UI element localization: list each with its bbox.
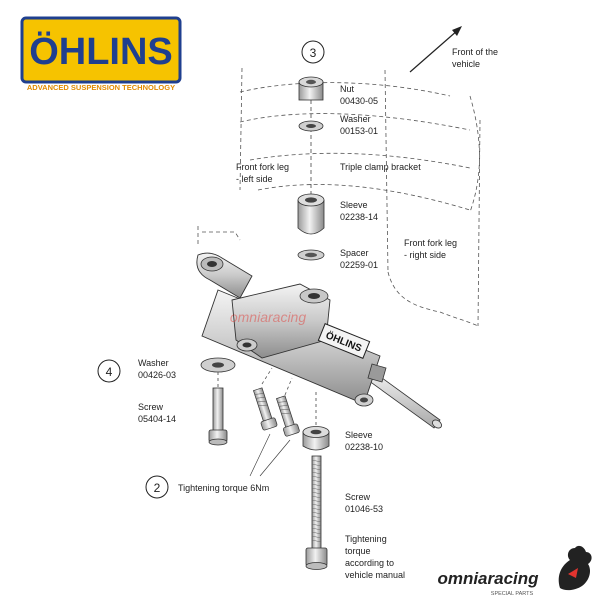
nut-label: Nut (340, 84, 355, 94)
griffin-emblem-icon (558, 545, 592, 591)
sleeve-top-code: 02238-14 (340, 212, 378, 222)
fork-clamp-outline (197, 67, 481, 327)
washer-left (200, 357, 236, 373)
svg-text:4: 4 (106, 365, 113, 379)
screw-left-code: 05404-14 (138, 414, 176, 424)
sleeve-bottom-label: Sleeve (345, 430, 373, 440)
svg-text:2: 2 (154, 481, 161, 495)
front-label-line1: Front of the (452, 47, 498, 57)
screw-long-label: Screw (345, 492, 371, 502)
spacer (297, 249, 325, 261)
logo-background (20, 16, 182, 84)
omniaracing-wordmark: omniaracing (437, 569, 539, 588)
fork-right-label-1: Front fork leg (404, 238, 457, 248)
washer-top (298, 120, 324, 132)
screw-left-label: Screw (138, 402, 164, 412)
sleeve-top (297, 193, 325, 235)
nut-code: 00430-05 (340, 96, 378, 106)
sleeve-top-label: Sleeve (340, 200, 368, 210)
torque-vehicle-line4: vehicle manual (345, 570, 405, 580)
torque-vehicle-line1: Tightening (345, 534, 387, 544)
washer-left-label: Washer (138, 358, 169, 368)
torque-vehicle-line2: torque (345, 546, 371, 556)
omniaracing-sub: SPECIAL PARTS (491, 591, 534, 597)
center-watermark: omniaracing (230, 309, 306, 325)
damper-label-plate (317, 323, 371, 359)
washer-top-code: 00153-01 (340, 126, 378, 136)
torque-vehicle-line3: according to (345, 558, 394, 568)
front-direction-arrow (409, 26, 462, 73)
front-label-line2: vehicle (452, 59, 480, 69)
torque-6nm-label: Tightening torque 6Nm (178, 483, 269, 493)
spacer-code: 02259-01 (340, 260, 378, 270)
fork-left-label-1: Front fork leg (236, 162, 289, 172)
screw-long-code: 01046-53 (345, 504, 383, 514)
nut (298, 76, 324, 101)
step-4-marker: 4 (97, 359, 121, 383)
sleeve-bottom-code: 02238-10 (345, 442, 383, 452)
fork-right-label-2: - right side (404, 250, 446, 260)
washer-top-label: Washer (340, 114, 371, 124)
logo-tagline: ADVANCED SUSPENSION TECHNOLOGY (27, 83, 175, 92)
step-2-marker: 2 (145, 475, 169, 499)
spacer-label: Spacer (340, 248, 369, 258)
steering-damper: ÖHLINS (196, 252, 442, 429)
screw-long (305, 455, 328, 570)
svg-text:3: 3 (310, 46, 317, 60)
step-3-marker: 3 (301, 40, 325, 64)
clamp-screws (253, 367, 300, 437)
screw-left (208, 387, 228, 446)
washer-left-code: 00426-03 (138, 370, 176, 380)
fork-left-label-2: - left side (236, 174, 273, 184)
sleeve-bottom (302, 426, 330, 451)
omniaracing-logo: omniaracing SPECIAL PARTS (437, 545, 592, 597)
logo-text: ÖHLINS (29, 30, 173, 73)
ohlins-logo: ÖHLINS ADVANCED SUSPENSION TECHNOLOGY (20, 16, 182, 92)
triple-clamp-label: Triple clamp bracket (340, 162, 421, 172)
